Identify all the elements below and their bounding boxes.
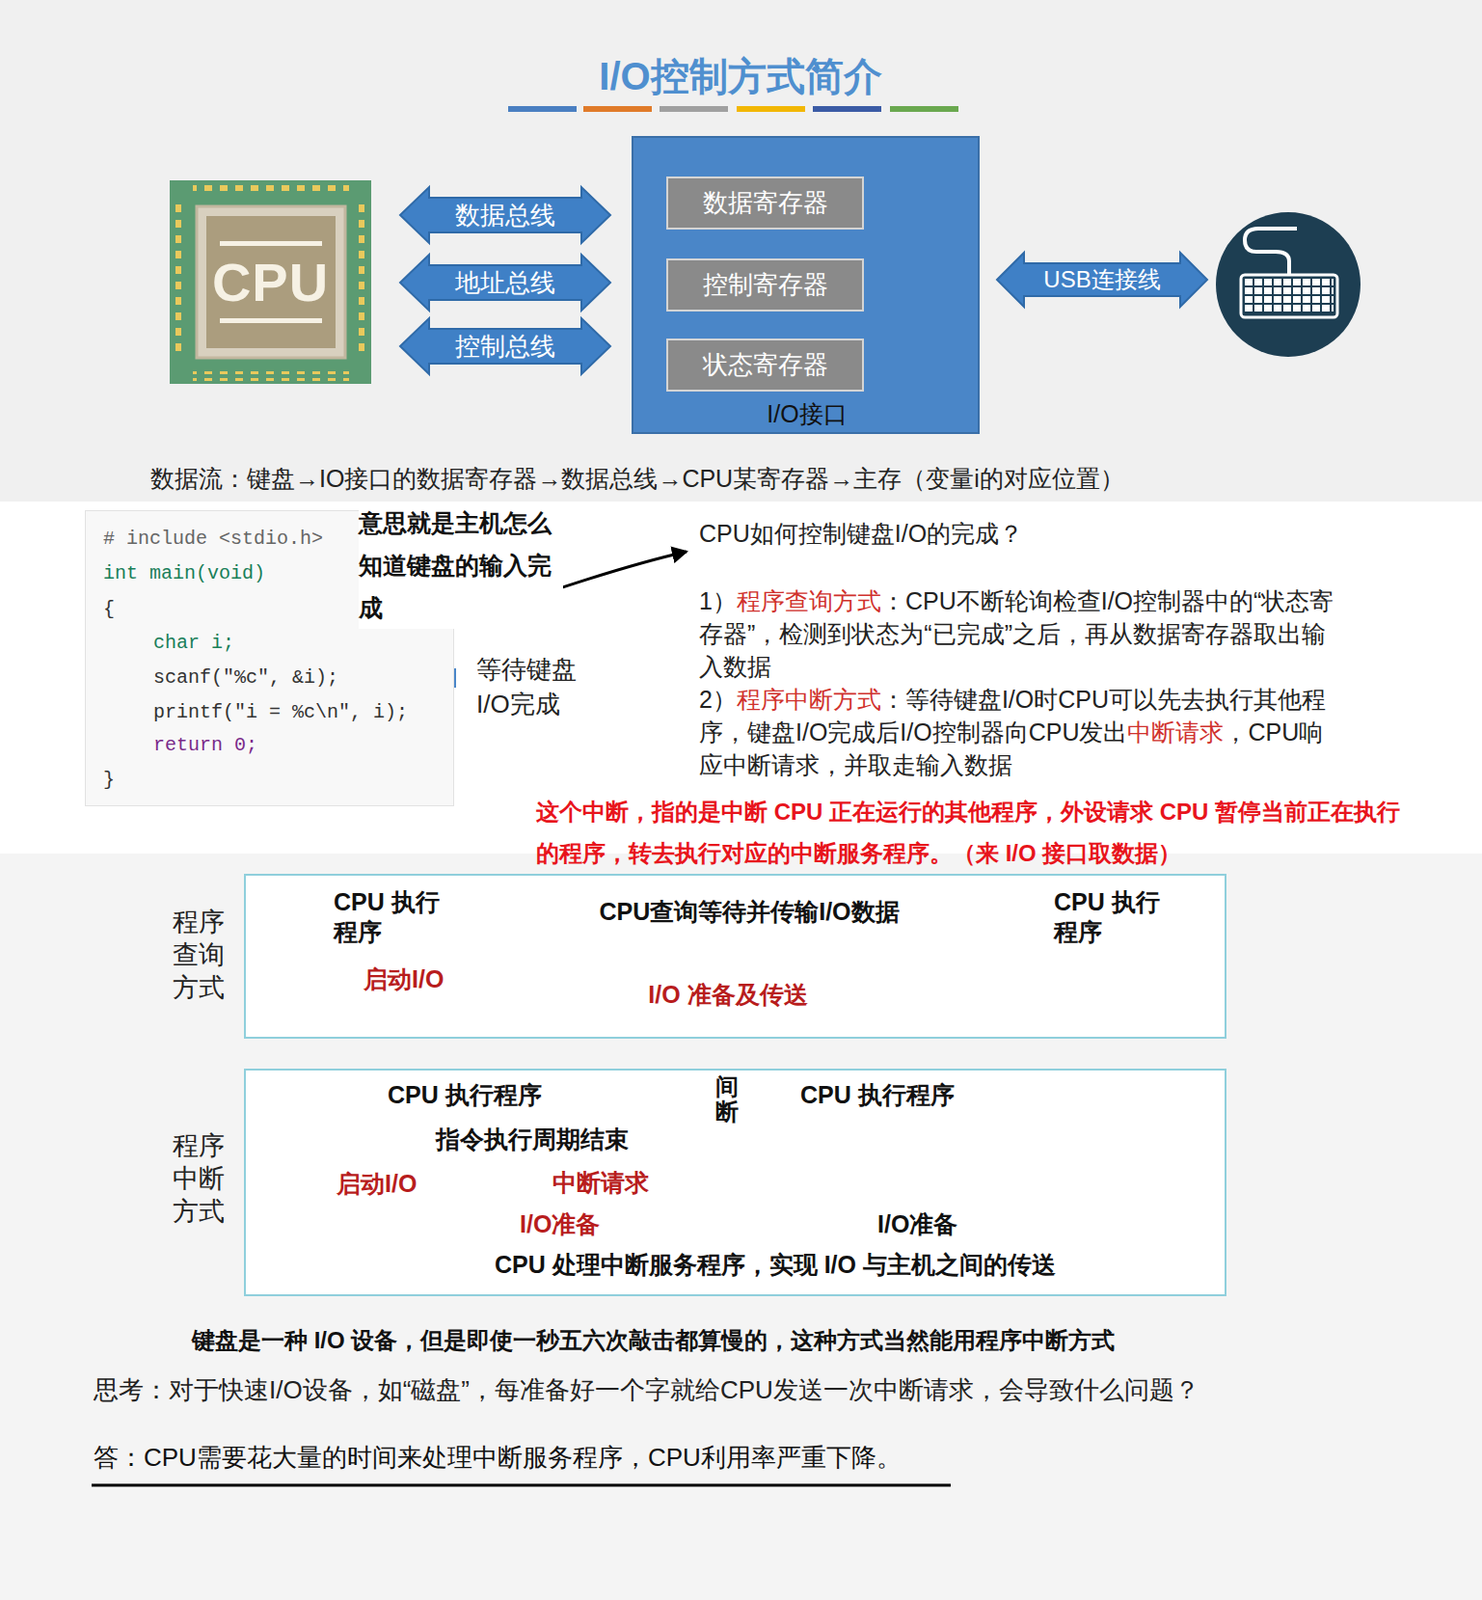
timing-text: 程序查询方式	[172, 906, 225, 1004]
timing-text: 启动I/O	[360, 964, 447, 995]
code-line: return 0;	[153, 733, 258, 756]
code-line: scanf("%c", &i);	[153, 666, 339, 689]
code-line: {	[103, 597, 115, 620]
paragraph: 2）程序中断方式：等待键盘I/O时CPU可以先去执行其他程序，键盘I/O完成后I…	[699, 682, 1341, 782]
timing-text: CPU 执行程序	[797, 1079, 958, 1110]
body-text: 2）	[699, 685, 737, 713]
bus-label: 控制总线	[455, 329, 556, 364]
timing-text: CPU 执行程序	[384, 1079, 545, 1110]
node-label: 状态寄存器	[702, 348, 829, 382]
red-note: 这个中断，指的是中断 CPU 正在运行的其他程序，外设请求 CPU 暂停当前正在…	[536, 790, 1414, 874]
code-line: }	[103, 768, 115, 791]
bus-arrow	[400, 318, 611, 375]
body-text: 1）	[699, 587, 737, 615]
timing-text: I/O 准备及传送	[645, 979, 810, 1010]
io-interface-box: I/O接口 数据寄存器控制寄存器状态寄存器	[631, 135, 980, 434]
timing-text: 中断请求	[549, 1167, 652, 1198]
code-line: printf("i = %c\n", i);	[153, 700, 408, 724]
highlight-text: 程序查询方式	[736, 587, 882, 615]
timing-text: I/O准备	[516, 1209, 603, 1240]
node-label: I/O接口	[766, 398, 847, 431]
highlight-text: 中断请求	[1127, 718, 1224, 746]
timing-text: 启动I/O	[333, 1168, 420, 1199]
connector-label: USB连接线	[1043, 264, 1160, 296]
timing-box: 程序中断方式CPU 执行程序间断CPU 执行程序指令执行周期结束启动I/O中断请…	[243, 1068, 1227, 1296]
timing-text: 程序中断方式	[172, 1130, 225, 1228]
bus-label: 数据总线	[455, 198, 556, 233]
register-box: 状态寄存器	[666, 338, 864, 392]
timing-text: CPU 执行程序	[1050, 887, 1175, 948]
node-label: CPU	[212, 250, 329, 314]
question: 思考：对于快速I/O设备，如“磁盘”，每准备好一个字就给CPU发送一次中断请求，…	[93, 1373, 1200, 1407]
cpu-chip: CPU	[169, 180, 372, 384]
bus-arrow	[400, 187, 611, 243]
code-line: char i;	[153, 631, 235, 654]
highlight-text: 程序中断方式	[736, 685, 882, 713]
answer: 答：CPU需要花大量的时间来处理中断服务程序，CPU利用率严重下降。	[93, 1440, 902, 1475]
note: 键盘是一种 I/O 设备，但是即使一秒五六次敲击都算慢的，这种方式当然能用程序中…	[191, 1324, 1115, 1356]
timing-text: I/O准备	[874, 1209, 961, 1240]
bus-arrow	[400, 254, 611, 311]
code-line: int main(void)	[103, 562, 266, 585]
text-column: 1）程序查询方式：CPU不断轮询检查I/O控制器中的“状态寄存器”，检测到状态为…	[699, 584, 1341, 782]
timing-box: 程序查询方式CPU 执行程序CPU查询等待并传输I/O数据CPU 执行程序启动I…	[243, 873, 1227, 1039]
timing-text: 间断	[715, 1074, 739, 1126]
data-flow-note: 数据流：键盘→IO接口的数据寄存器→数据总线→CPU某寄存器→主存（变量i的对应…	[150, 462, 1125, 495]
code-line: # include <stdio.h>	[103, 527, 324, 550]
question: CPU如何控制键盘I/O的完成？	[699, 517, 1024, 550]
annotation: 等待键盘I/O完成	[476, 651, 583, 722]
timing-text: CPU 处理中断服务程序，实现 I/O 与主机之间的传送	[491, 1249, 1059, 1280]
paragraph: 1）程序查询方式：CPU不断轮询检查I/O控制器中的“状态寄存器”，检测到状态为…	[699, 584, 1341, 683]
node-label: 数据寄存器	[702, 186, 829, 220]
annotation: 意思就是主机怎么知道键盘的输入完成	[358, 501, 564, 629]
node-label: 控制寄存器	[702, 268, 829, 302]
timing-text: CPU查询等待并传输I/O数据	[595, 896, 902, 927]
bus-label: 地址总线	[455, 266, 556, 300]
title: I/O控制方式简介	[598, 50, 882, 104]
register-box: 控制寄存器	[666, 258, 864, 312]
timing-text: CPU 执行程序	[330, 887, 455, 948]
timing-text: 指令执行周期结束	[432, 1124, 632, 1155]
register-box: 数据寄存器	[666, 176, 864, 230]
